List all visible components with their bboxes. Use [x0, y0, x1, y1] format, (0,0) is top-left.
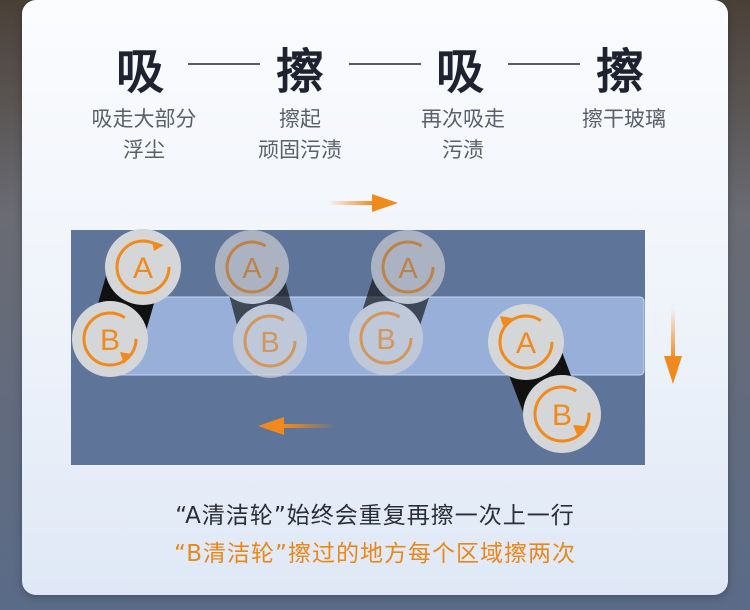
step-connector [349, 63, 421, 65]
step-4-description: 擦干玻璃 [582, 107, 666, 131]
step-4-title: 擦 [596, 44, 647, 100]
wheel-b-label: B [260, 327, 279, 359]
step-2-title: 擦 [276, 44, 327, 100]
wheel-a-label: A [133, 252, 153, 285]
caption-wheel-b: “B清洁轮”擦过的地方每个区域擦两次 [174, 541, 576, 567]
arrow-down-icon [664, 308, 682, 384]
step-connector [188, 63, 260, 65]
step-1-description: 吸走大部分 浮尘 [91, 107, 197, 162]
wheel-b-label: B [100, 324, 120, 357]
wheel-b-label: B [376, 324, 395, 356]
step-1-title: 吸 [116, 44, 167, 100]
step-3-description: 再次吸走 污渍 [421, 107, 505, 162]
process-steps: 吸 擦 吸 擦 吸走大部分 浮尘 擦起 顽固污渍 再次吸走 污渍 擦干玻璃 [0, 0, 750, 180]
wheel-a-label: A [516, 327, 536, 360]
arrow-left-icon [258, 417, 336, 435]
robot-position-1: A B [72, 229, 181, 377]
caption-wheel-a: “A清洁轮”始终会重复再擦一次上一行 [175, 503, 575, 529]
step-connector [508, 63, 580, 65]
robot-position-2: A B [215, 230, 307, 378]
wheel-a-label: A [398, 253, 418, 285]
step-3-title: 吸 [436, 44, 487, 100]
step-2-description: 擦起 顽固污渍 [258, 107, 342, 162]
robot-position-3: A B [349, 230, 445, 375]
arrow-right-icon [328, 194, 398, 212]
wheel-a-label: A [242, 253, 262, 285]
robot-position-4: A B [488, 304, 601, 453]
wheel-b-label: B [552, 399, 572, 432]
